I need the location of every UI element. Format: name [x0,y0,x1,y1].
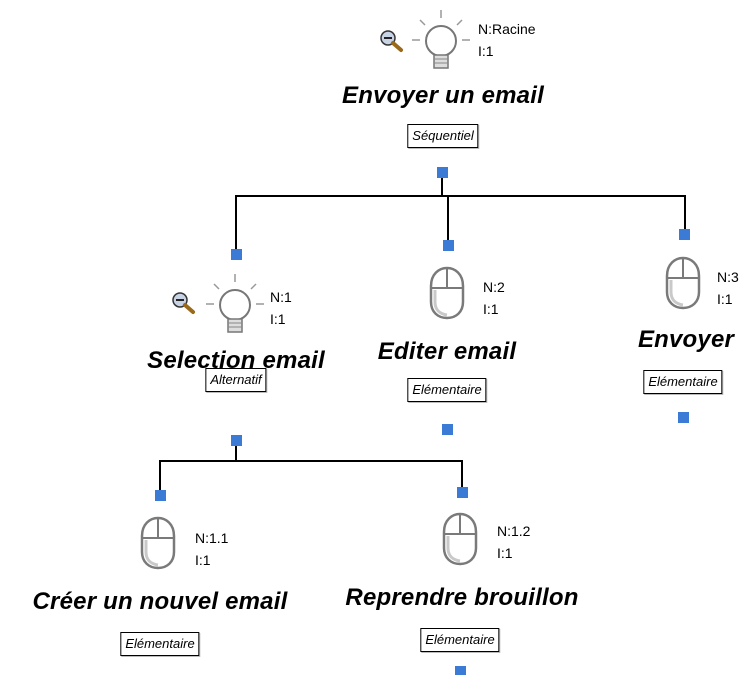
zoom-out-icon[interactable] [170,290,200,316]
node-iteration: I:1 [717,291,733,307]
node-title: Envoyer un email [342,82,544,109]
node-number: N:1.1 [195,530,229,546]
output-port[interactable] [231,435,242,446]
node-number: N:3 [717,269,739,285]
operator-badge[interactable]: Elémentaire [120,632,200,656]
node-title: Envoyer [637,326,735,353]
node-meta: N:3 I:1 [717,266,739,310]
node-title: Reprendre brouillon [345,584,579,611]
node-meta: N:2 I:1 [483,276,505,320]
node-title: Editer email [377,338,517,365]
node-title: Créer un nouvel email [32,588,288,615]
node-iteration: I:1 [270,311,286,327]
operator-badge[interactable]: Elémentaire [643,370,723,394]
input-port[interactable] [231,249,242,260]
node-iteration: I:1 [497,545,513,561]
lightbulb-icon [206,274,264,333]
node-iteration: I:1 [483,301,499,317]
mouse-icon [140,516,176,570]
output-port[interactable] [442,424,453,435]
input-port[interactable] [155,490,166,501]
input-port[interactable] [443,240,454,251]
input-port[interactable] [457,487,468,498]
output-port[interactable] [437,167,448,178]
operator-badge[interactable]: Séquentiel [407,124,479,148]
input-port[interactable] [679,229,690,240]
mouse-icon [429,266,465,320]
node-meta: N:1.2 I:1 [497,520,530,564]
mouse-icon [442,512,478,566]
node-number: N:1.2 [497,523,531,539]
node-meta: N:Racine I:1 [478,18,536,62]
zoom-out-icon[interactable] [378,28,408,54]
node-number: N:1 [270,289,292,305]
lightbulb-icon [412,10,470,69]
mouse-icon [665,256,701,310]
output-port[interactable] [455,666,466,675]
operator-badge[interactable]: Elémentaire [407,378,487,402]
node-iteration: I:1 [195,552,211,568]
node-meta: N:1.1 I:1 [195,527,228,571]
node-number: N:Racine [478,21,536,37]
node-iteration: I:1 [478,43,494,59]
output-port[interactable] [678,412,689,423]
node-meta: N:1 I:1 [270,286,292,330]
operator-badge[interactable]: Alternatif [205,368,267,392]
node-number: N:2 [483,279,505,295]
operator-badge[interactable]: Elémentaire [420,628,500,652]
